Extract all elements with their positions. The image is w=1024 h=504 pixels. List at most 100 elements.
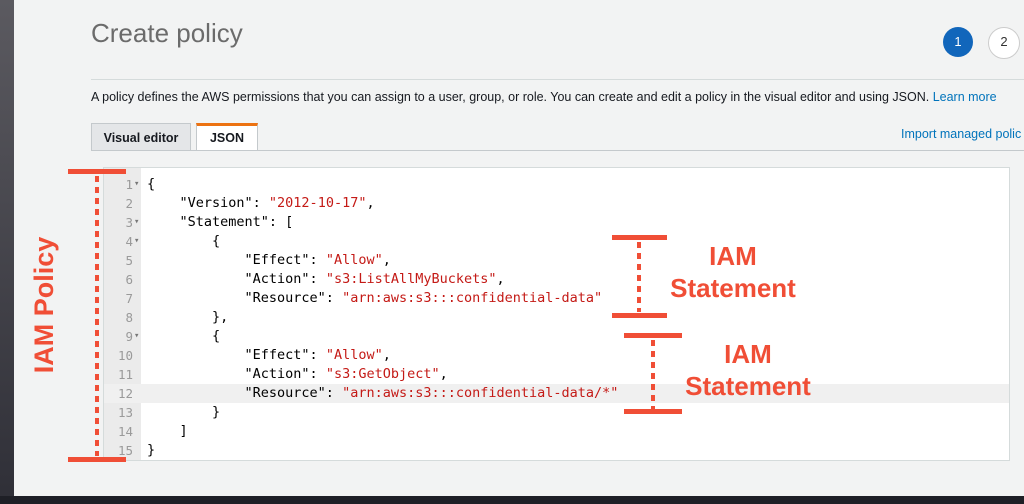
code-punctuation: , [366,195,375,211]
line-number: 1 [125,177,133,192]
line-number: 10 [117,348,133,363]
code-string-value: "2012-10-17" [268,195,367,211]
code-line[interactable]: 10 "Effect": "Allow", [104,346,1009,365]
line-number-gutter [104,168,141,460]
line-number: 11 [117,367,133,382]
code-text: "Statement": [ [147,213,294,232]
line-number: 8 [125,310,133,325]
policy-bracket-bottom [68,457,126,462]
code-punctuation: , [496,271,505,287]
code-text: ] [147,422,188,441]
iam-policy-label: IAM Policy [29,236,59,374]
line-number: 4 [125,234,133,249]
code-string-value: "s3:GetObject" [325,366,440,382]
iam-statement-label-2: IAM Statement [685,339,811,401]
policy-bracket-line [95,176,99,456]
code-key: { [147,176,156,192]
intro-text: A policy defines the AWS permissions tha… [91,90,997,104]
code-string-value: "arn:aws:s3:::confidential-data" [342,290,603,306]
code-string-value: "Allow" [325,252,383,268]
fold-arrow-icon[interactable]: ▾ [134,236,140,246]
code-line[interactable]: 5 "Effect": "Allow", [104,251,1009,270]
description-text: A policy defines the AWS permissions tha… [91,90,930,104]
code-text: "Effect": "Allow", [147,346,391,365]
code-line[interactable]: 2 "Version": "2012-10-17", [104,194,1009,213]
code-text: "Effect": "Allow", [147,251,391,270]
code-text: { [147,175,155,194]
tab-underline [91,150,1024,151]
code-key: }, [147,309,229,325]
import-managed-policy-link[interactable]: Import managed polic [901,127,1022,141]
line-number: 5 [125,253,133,268]
code-key: { [147,328,221,344]
desktop-bottom-edge [0,496,1024,504]
line-number: 13 [117,405,133,420]
code-line[interactable]: 13 } [104,403,1009,422]
fold-arrow-icon[interactable]: ▾ [134,179,140,189]
code-line[interactable]: 1▾ { [104,175,1009,194]
code-line[interactable]: 12 "Resource": "arn:aws:s3:::confidentia… [104,384,1009,403]
code-string-value: "s3:ListAllMyBuckets" [325,271,497,287]
learn-more-link[interactable]: Learn more [932,90,997,104]
code-line[interactable]: 9▾ { [104,327,1009,346]
code-string-value: "Allow" [325,347,383,363]
code-key: "Resource": [147,290,343,306]
code-key: "Version": [147,195,269,211]
code-string-value: "arn:aws:s3:::confidential-data/*" [342,385,619,401]
statement-2-bracket-top [624,333,682,338]
code-line[interactable]: 8 }, [104,308,1009,327]
code-key: "Action": [147,271,326,287]
statement-2-bracket-line [651,340,655,409]
statement-1-bracket-line [637,242,641,312]
json-code-editor[interactable]: 1▾{2 "Version": "2012-10-17",3▾ "Stateme… [103,167,1010,461]
code-text: "Version": "2012-10-17", [147,194,375,213]
code-text: } [147,403,220,422]
code-key: ] [147,423,188,439]
code-text: { [147,327,220,346]
code-key: } [147,442,156,458]
code-punctuation: , [382,347,391,363]
code-key: "Action": [147,366,326,382]
iam-statement-label-1: IAM Statement [670,241,796,303]
code-line[interactable]: 3▾ "Statement": [ [104,213,1009,232]
policy-bracket-top [68,169,126,174]
code-text: { [147,232,220,251]
code-line[interactable]: 11 "Action": "s3:GetObject", [104,365,1009,384]
statement-2-bracket-bottom [624,409,682,414]
code-text: "Action": "s3:ListAllMyBuckets", [147,270,505,289]
code-text: "Action": "s3:GetObject", [147,365,448,384]
code-text: } [147,441,155,460]
tab-visual-editor[interactable]: Visual editor [91,123,191,151]
code-key: } [147,404,221,420]
code-line[interactable]: 6 "Action": "s3:ListAllMyBuckets", [104,270,1009,289]
code-line[interactable]: 7 "Resource": "arn:aws:s3:::confidential… [104,289,1009,308]
step-indicator-1[interactable]: 1 [943,27,973,57]
header-divider [91,79,1024,80]
code-key: "Resource": [147,385,343,401]
line-number: 12 [117,386,133,401]
page-title: Create policy [91,18,243,48]
line-number: 9 [125,329,133,344]
line-number: 14 [117,424,133,439]
statement-1-bracket-bottom [612,313,667,318]
code-line[interactable]: 15} [104,441,1009,460]
code-key: "Effect": [147,347,326,363]
code-key: { [147,233,221,249]
code-text: "Resource": "arn:aws:s3:::confidential-d… [147,289,603,308]
fold-arrow-icon[interactable]: ▾ [134,331,140,341]
code-punctuation: , [439,366,448,382]
line-number: 2 [125,196,133,211]
code-line[interactable]: 4▾ { [104,232,1009,251]
code-line[interactable]: 14 ] [104,422,1009,441]
fold-arrow-icon[interactable]: ▾ [134,217,140,227]
tab-json[interactable]: JSON [196,123,258,151]
line-number: 6 [125,272,133,287]
desktop-edge [0,0,14,504]
code-key: "Statement": [ [147,214,294,230]
line-number: 7 [125,291,133,306]
code-text: "Resource": "arn:aws:s3:::confidential-d… [147,384,619,403]
statement-1-bracket-top [612,235,667,240]
line-number: 3 [125,215,133,230]
step-indicator-2[interactable]: 2 [988,27,1020,59]
line-number: 15 [117,443,133,458]
